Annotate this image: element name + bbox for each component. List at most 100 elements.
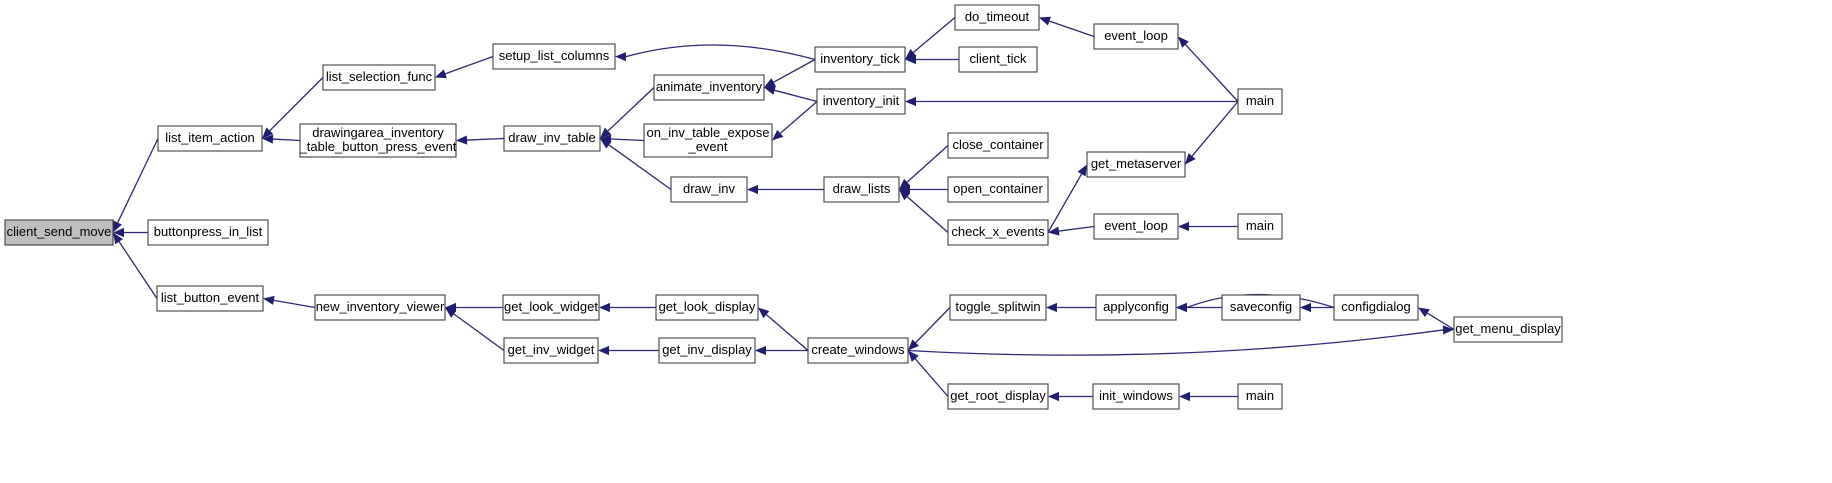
node-box-buttonpress_in_list[interactable] [147, 219, 269, 246]
node-box-get_inv_display[interactable] [658, 337, 756, 364]
node-box-list_button_event[interactable] [156, 285, 264, 312]
node-client_tick[interactable]: client_tick [958, 46, 1038, 73]
node-box-get_look_display[interactable] [655, 294, 759, 321]
node-list_item_action[interactable]: list_item_action [157, 125, 263, 152]
node-get_menu_display[interactable]: get_menu_display [1453, 316, 1563, 343]
call-edge-list_button_event-to-client_send_move [118, 241, 158, 299]
call-edge-event_loop_mid-to-check_x_events [1058, 225, 1095, 232]
node-box-list_item_action[interactable] [157, 125, 263, 152]
node-box-main_top[interactable] [1237, 88, 1283, 115]
call-edge-main_top-to-get_metaserver [1191, 101, 1239, 157]
node-draw_lists[interactable]: draw_lists [823, 176, 900, 203]
call-edge-drawingarea_inventory_table_button_press_event-to-list_item_action [272, 138, 301, 142]
node-box-get_inv_widget[interactable] [503, 337, 599, 364]
node-box-event_loop_mid[interactable] [1093, 213, 1179, 240]
node-box-configdialog[interactable] [1333, 294, 1419, 321]
node-box-get_look_widget[interactable] [502, 294, 600, 321]
node-box-saveconfig[interactable] [1221, 294, 1301, 321]
node-get_metaserver[interactable]: get_metaserver [1086, 151, 1186, 178]
arrowhead-inventory_init-to-on_inv_table_expose_event [772, 129, 784, 141]
node-box-toggle_splitwin[interactable] [949, 294, 1047, 321]
node-box-setup_list_columns[interactable] [492, 43, 616, 70]
node-applyconfig[interactable]: applyconfig [1095, 294, 1177, 321]
call-edge-get_menu_display-to-configdialog [1427, 312, 1455, 331]
node-close_container[interactable]: close_container [947, 132, 1049, 159]
node-box-draw_inv_table[interactable] [503, 125, 601, 152]
node-main_bottom[interactable]: main [1237, 383, 1283, 410]
arrowhead-create_windows-to-get_menu_display [1442, 325, 1454, 335]
node-on_inv_table_expose_event[interactable]: on_inv_table_expose_event [643, 123, 773, 158]
node-buttonpress_in_list[interactable]: buttonpress_in_list [147, 219, 269, 246]
node-box-inventory_init[interactable] [816, 88, 906, 115]
node-inventory_tick[interactable]: inventory_tick [814, 46, 906, 73]
node-box-draw_inv[interactable] [670, 176, 748, 203]
node-list_selection_func[interactable]: list_selection_func [322, 64, 436, 91]
arrowhead-inventory_tick-to-setup_list_columns [615, 52, 627, 62]
node-box-on_inv_table_expose_event[interactable] [643, 123, 773, 158]
node-box-get_menu_display[interactable] [1453, 316, 1563, 343]
node-event_loop_mid[interactable]: event_loop [1093, 213, 1179, 240]
node-box-inventory_tick[interactable] [814, 46, 906, 73]
node-box-close_container[interactable] [947, 132, 1049, 159]
node-do_timeout[interactable]: do_timeout [954, 4, 1040, 31]
node-new_inventory_viewer[interactable]: new_inventory_viewer [314, 294, 446, 321]
node-box-draw_lists[interactable] [823, 176, 900, 203]
node-box-main_bottom[interactable] [1237, 383, 1283, 410]
node-box-applyconfig[interactable] [1095, 294, 1177, 321]
node-main_mid[interactable]: main [1237, 213, 1283, 240]
node-box-client_tick[interactable] [958, 46, 1038, 73]
node-saveconfig[interactable]: saveconfig [1221, 294, 1301, 321]
node-inventory_init[interactable]: inventory_init [816, 88, 906, 115]
node-box-list_selection_func[interactable] [322, 64, 436, 91]
call-edge-on_inv_table_expose_event-to-draw_inv_table [610, 138, 645, 142]
node-setup_list_columns[interactable]: setup_list_columns [492, 43, 616, 70]
node-create_windows[interactable]: create_windows [807, 337, 909, 364]
arrowhead-event_loop_top-to-do_timeout [1039, 16, 1051, 26]
node-get_look_display[interactable]: get_look_display [655, 294, 759, 321]
node-draw_inv_table[interactable]: draw_inv_table [503, 125, 601, 152]
node-box-client_send_move[interactable] [4, 219, 114, 246]
node-animate_inventory[interactable]: animate_inventory [653, 74, 765, 101]
node-box-drawingarea_inventory_table_button_press_event[interactable] [299, 123, 457, 158]
call-edge-get_inv_widget-to-new_inventory_viewer [453, 313, 505, 352]
node-get_inv_display[interactable]: get_inv_display [658, 337, 756, 364]
node-init_windows[interactable]: init_windows [1092, 383, 1180, 410]
node-get_root_display[interactable]: get_root_display [947, 383, 1049, 410]
node-box-open_container[interactable] [947, 176, 1049, 203]
node-toggle_splitwin[interactable]: toggle_splitwin [949, 294, 1047, 321]
node-main_top[interactable]: main [1237, 88, 1283, 115]
node-get_inv_widget[interactable]: get_inv_widget [503, 337, 599, 364]
arrowhead-main_top-to-inventory_init [905, 96, 916, 107]
node-list_button_event[interactable]: list_button_event [156, 285, 264, 312]
edges-layer [113, 16, 1455, 402]
node-box-event_loop_top[interactable] [1093, 23, 1179, 50]
arrowhead-list_item_action-to-client_send_move [113, 220, 122, 233]
arrowhead-list_button_event-to-client_send_move [113, 232, 123, 245]
node-drawingarea_inventory_table_button_press_event[interactable]: drawingarea_inventory_table_button_press… [299, 123, 457, 158]
node-open_container[interactable]: open_container [947, 176, 1049, 203]
call-edge-animate_inventory-to-draw_inv_table [607, 87, 655, 132]
arrowhead-check_x_events-to-get_metaserver [1077, 164, 1087, 177]
node-event_loop_top[interactable]: event_loop [1093, 23, 1179, 50]
node-check_x_events[interactable]: check_x_events [947, 219, 1049, 246]
node-box-create_windows[interactable] [807, 337, 909, 364]
arrowhead-main_mid-to-event_loop_mid [1178, 221, 1189, 232]
arrowhead-main_top-to-get_metaserver [1185, 153, 1196, 165]
node-box-animate_inventory[interactable] [653, 74, 765, 101]
call-edge-new_inventory_viewer-to-list_button_event [273, 299, 316, 309]
node-client_send_move[interactable]: client_send_move [4, 219, 114, 246]
node-draw_inv[interactable]: draw_inv [670, 176, 748, 203]
node-box-new_inventory_viewer[interactable] [314, 294, 446, 321]
node-box-do_timeout[interactable] [954, 4, 1040, 31]
node-box-main_mid[interactable] [1237, 213, 1283, 240]
node-box-check_x_events[interactable] [947, 219, 1049, 246]
arrowhead-drawingarea_inventory_table_button_press_event-to-list_item_action [262, 134, 274, 144]
arrowhead-draw_inv_table-to-drawingarea_inventory_table_button_press_event [456, 135, 468, 145]
node-box-get_metaserver[interactable] [1086, 151, 1186, 178]
call-edge-list_selection_func-to-list_item_action [269, 77, 324, 132]
node-configdialog[interactable]: configdialog [1333, 294, 1419, 321]
node-box-init_windows[interactable] [1092, 383, 1180, 410]
node-get_look_widget[interactable]: get_look_widget [502, 294, 600, 321]
node-box-get_root_display[interactable] [947, 383, 1049, 410]
